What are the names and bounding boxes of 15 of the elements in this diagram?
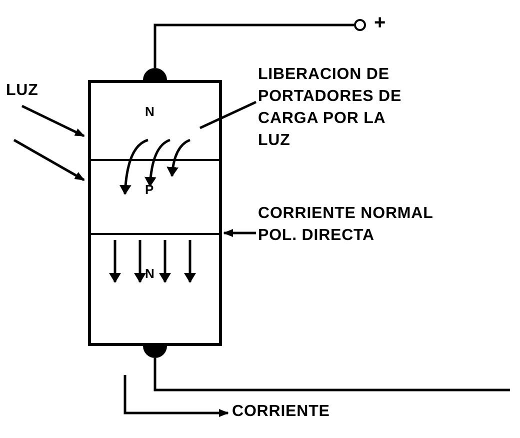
layer-label: N <box>145 105 154 118</box>
text-label: LUZ <box>6 81 40 101</box>
wire <box>199 100 257 130</box>
arrow <box>124 375 229 417</box>
wire <box>154 24 354 68</box>
arrow <box>21 104 85 138</box>
text-label: CORRIENTE <box>232 402 331 422</box>
arrow <box>13 138 85 182</box>
arrow <box>223 229 256 237</box>
semiconductor-device <box>88 80 222 346</box>
text-label: CORRIENTE NORMAL POL. DIRECTA <box>258 204 434 246</box>
text-label: LIBERACION DE PORTADORES DE CARGA POR LA LUZ <box>258 65 403 151</box>
polarity-sign: + <box>374 13 386 33</box>
wire <box>154 358 510 392</box>
layer-label: N <box>145 267 154 280</box>
